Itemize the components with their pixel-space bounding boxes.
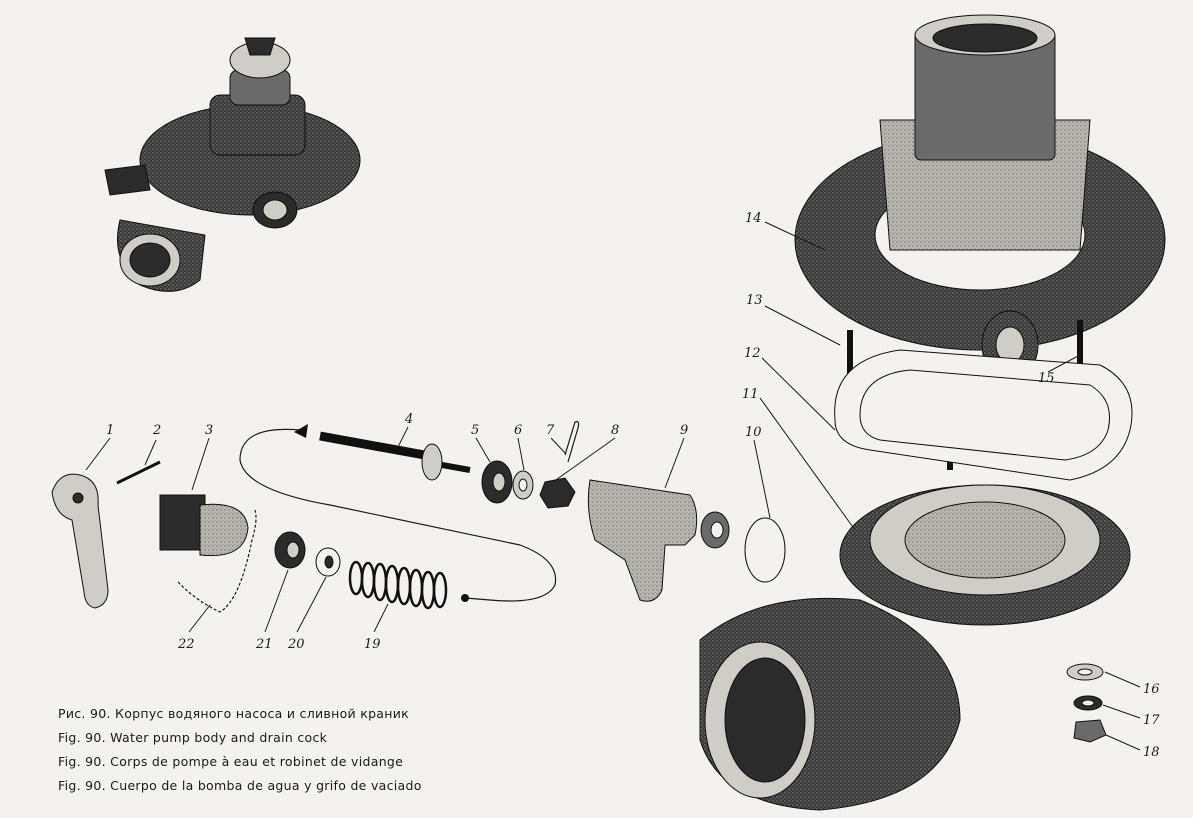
callout-22: 22: [177, 637, 195, 652]
caption-french: Fig. 90. Corps de pompe à eau et robinet…: [58, 754, 404, 769]
caption-spanish: Fig. 90. Cuerpo de la bomba de agua y gr…: [58, 778, 422, 793]
callout-17: 17: [1143, 713, 1160, 728]
callout-20: 20: [287, 637, 305, 652]
drain-cock-parts-illustration: [51, 421, 786, 613]
callout-13: 13: [746, 293, 763, 308]
callout-6: 6: [514, 423, 522, 438]
callout-4: 4: [404, 412, 413, 427]
callout-labels: 1 2 3 4 5 6 7 8 9 10 11 12 13 14 15 16 1…: [106, 211, 1160, 760]
callout-10: 10: [745, 425, 762, 440]
callout-1: 1: [106, 423, 114, 438]
callout-2: 2: [152, 423, 161, 438]
callout-15: 15: [1038, 371, 1055, 386]
leader-lines: [85, 221, 1141, 751]
callout-16: 16: [1143, 682, 1160, 697]
callout-18: 18: [1143, 745, 1160, 760]
callout-7: 7: [546, 423, 555, 438]
callout-21: 21: [255, 637, 273, 652]
pump-housing-exploded-illustration: [699, 14, 1166, 811]
callout-19: 19: [364, 637, 381, 652]
callout-3: 3: [205, 423, 213, 438]
figure-caption: Рис. 90. Корпус водяного насоса и сливно…: [58, 702, 422, 798]
callout-12: 12: [744, 346, 761, 361]
caption-russian: Рис. 90. Корпус водяного насоса и сливно…: [58, 706, 410, 721]
assembled-pump-illustration: [104, 37, 361, 292]
callout-11: 11: [742, 387, 759, 402]
caption-english: Fig. 90. Water pump body and drain cock: [58, 730, 328, 745]
callout-5: 5: [471, 423, 479, 438]
callout-9: 9: [680, 423, 688, 438]
callout-8: 8: [611, 423, 619, 438]
callout-14: 14: [745, 211, 762, 226]
